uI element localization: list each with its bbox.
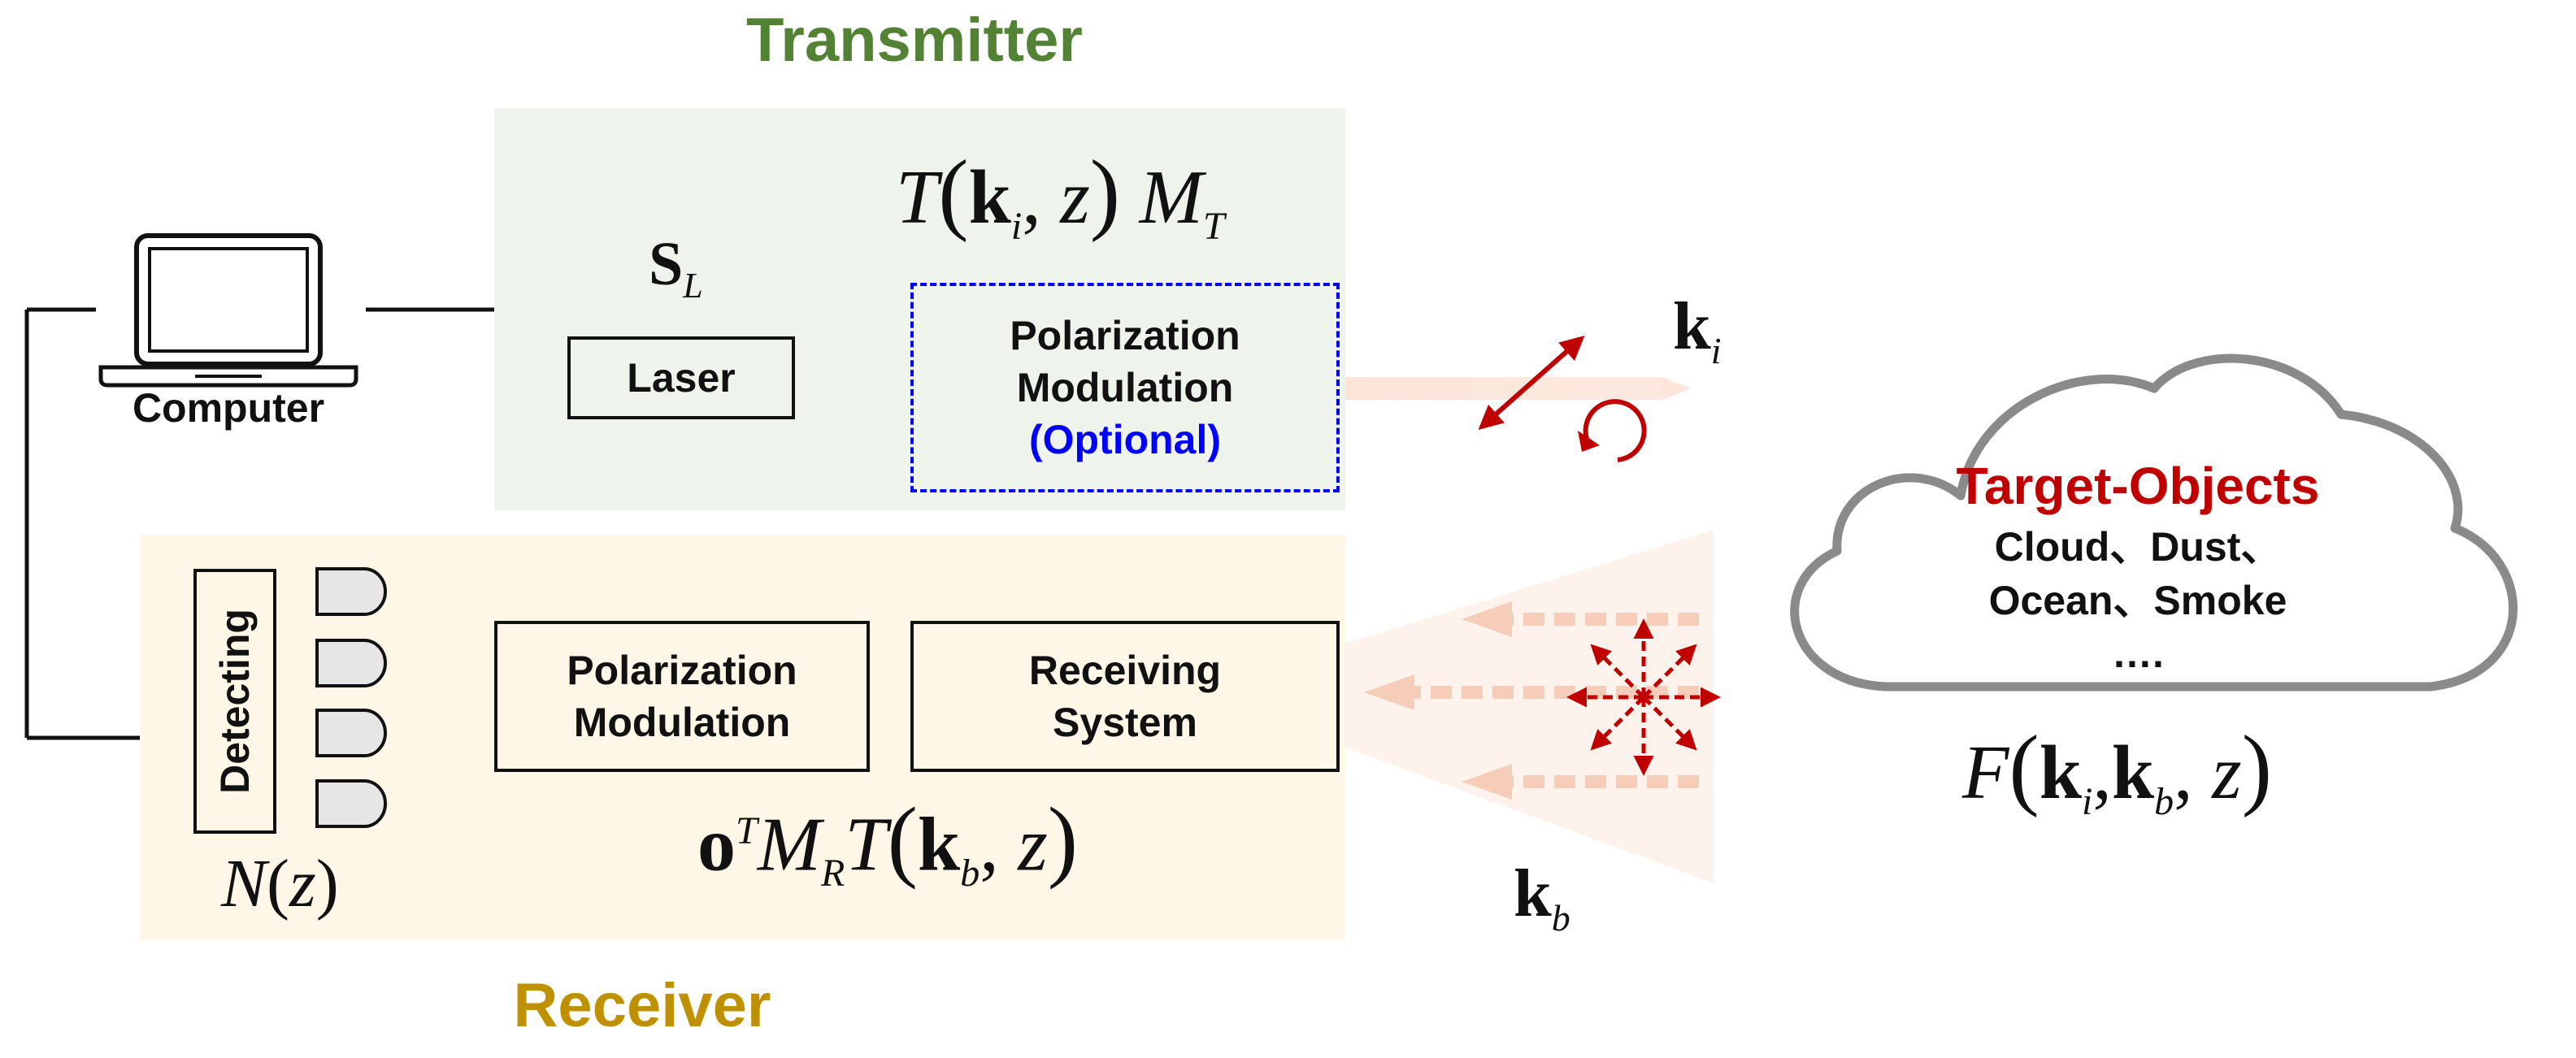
computer-wire	[24, 307, 494, 740]
laser-label: Laser	[627, 355, 736, 401]
return-arrows	[1364, 601, 1699, 800]
tx-modulation-optional: (Optional)	[1028, 417, 1222, 462]
tx-polarization-modulation-box: Polarization Modulation (Optional)	[910, 283, 1340, 492]
receiver-title: Receiver	[513, 971, 771, 1040]
receiving-system-box: Receiving System	[910, 621, 1340, 772]
cloud-icon	[1790, 353, 2518, 692]
incident-wavevector-label: ki	[1673, 288, 1722, 371]
laser-box: Laser	[567, 336, 795, 419]
transmitter-panel	[494, 108, 1345, 510]
detecting-label: Detecting	[212, 609, 258, 794]
receiving-line1: Receiving	[1028, 648, 1222, 693]
target-formula: F(ki,kb, z)	[1962, 718, 2273, 823]
source-symbol: SL	[649, 230, 703, 306]
transmitter-title: Transmitter	[746, 6, 1083, 75]
transmitter-formula: T(ki, z) MT	[896, 142, 1225, 248]
tx-modulation-line1: Polarization	[1010, 313, 1240, 358]
receiver-formula: oTMRT(kb, z)	[697, 789, 1079, 895]
backscatter-cone	[1345, 530, 1714, 883]
target-line2: Ocean、Smoke	[1988, 578, 2287, 623]
tx-modulation-line2: Modulation	[1016, 365, 1234, 410]
linear-polarization-arrow	[1478, 336, 1585, 430]
laptop-icon	[98, 233, 358, 388]
photodetector-icons	[315, 567, 387, 828]
photon-count-formula: N(z)	[221, 846, 339, 921]
receiving-line2: System	[1053, 700, 1197, 745]
scattering-star-icon	[1566, 618, 1721, 776]
computer-label: Computer	[132, 385, 325, 431]
target-line1: Cloud、Dust、	[1994, 524, 2282, 570]
backscatter-wavevector-label: kb	[1514, 856, 1570, 939]
rx-modulation-line1: Polarization	[567, 648, 797, 693]
target-title: Target-Objects	[1956, 457, 2320, 515]
target-line3: ….	[2112, 631, 2164, 676]
circular-polarization-icon	[1583, 399, 1647, 462]
rx-polarization-modulation-box: Polarization Modulation	[494, 621, 870, 772]
detecting-box: Detecting	[193, 569, 276, 834]
rx-modulation-line2: Modulation	[573, 700, 791, 745]
